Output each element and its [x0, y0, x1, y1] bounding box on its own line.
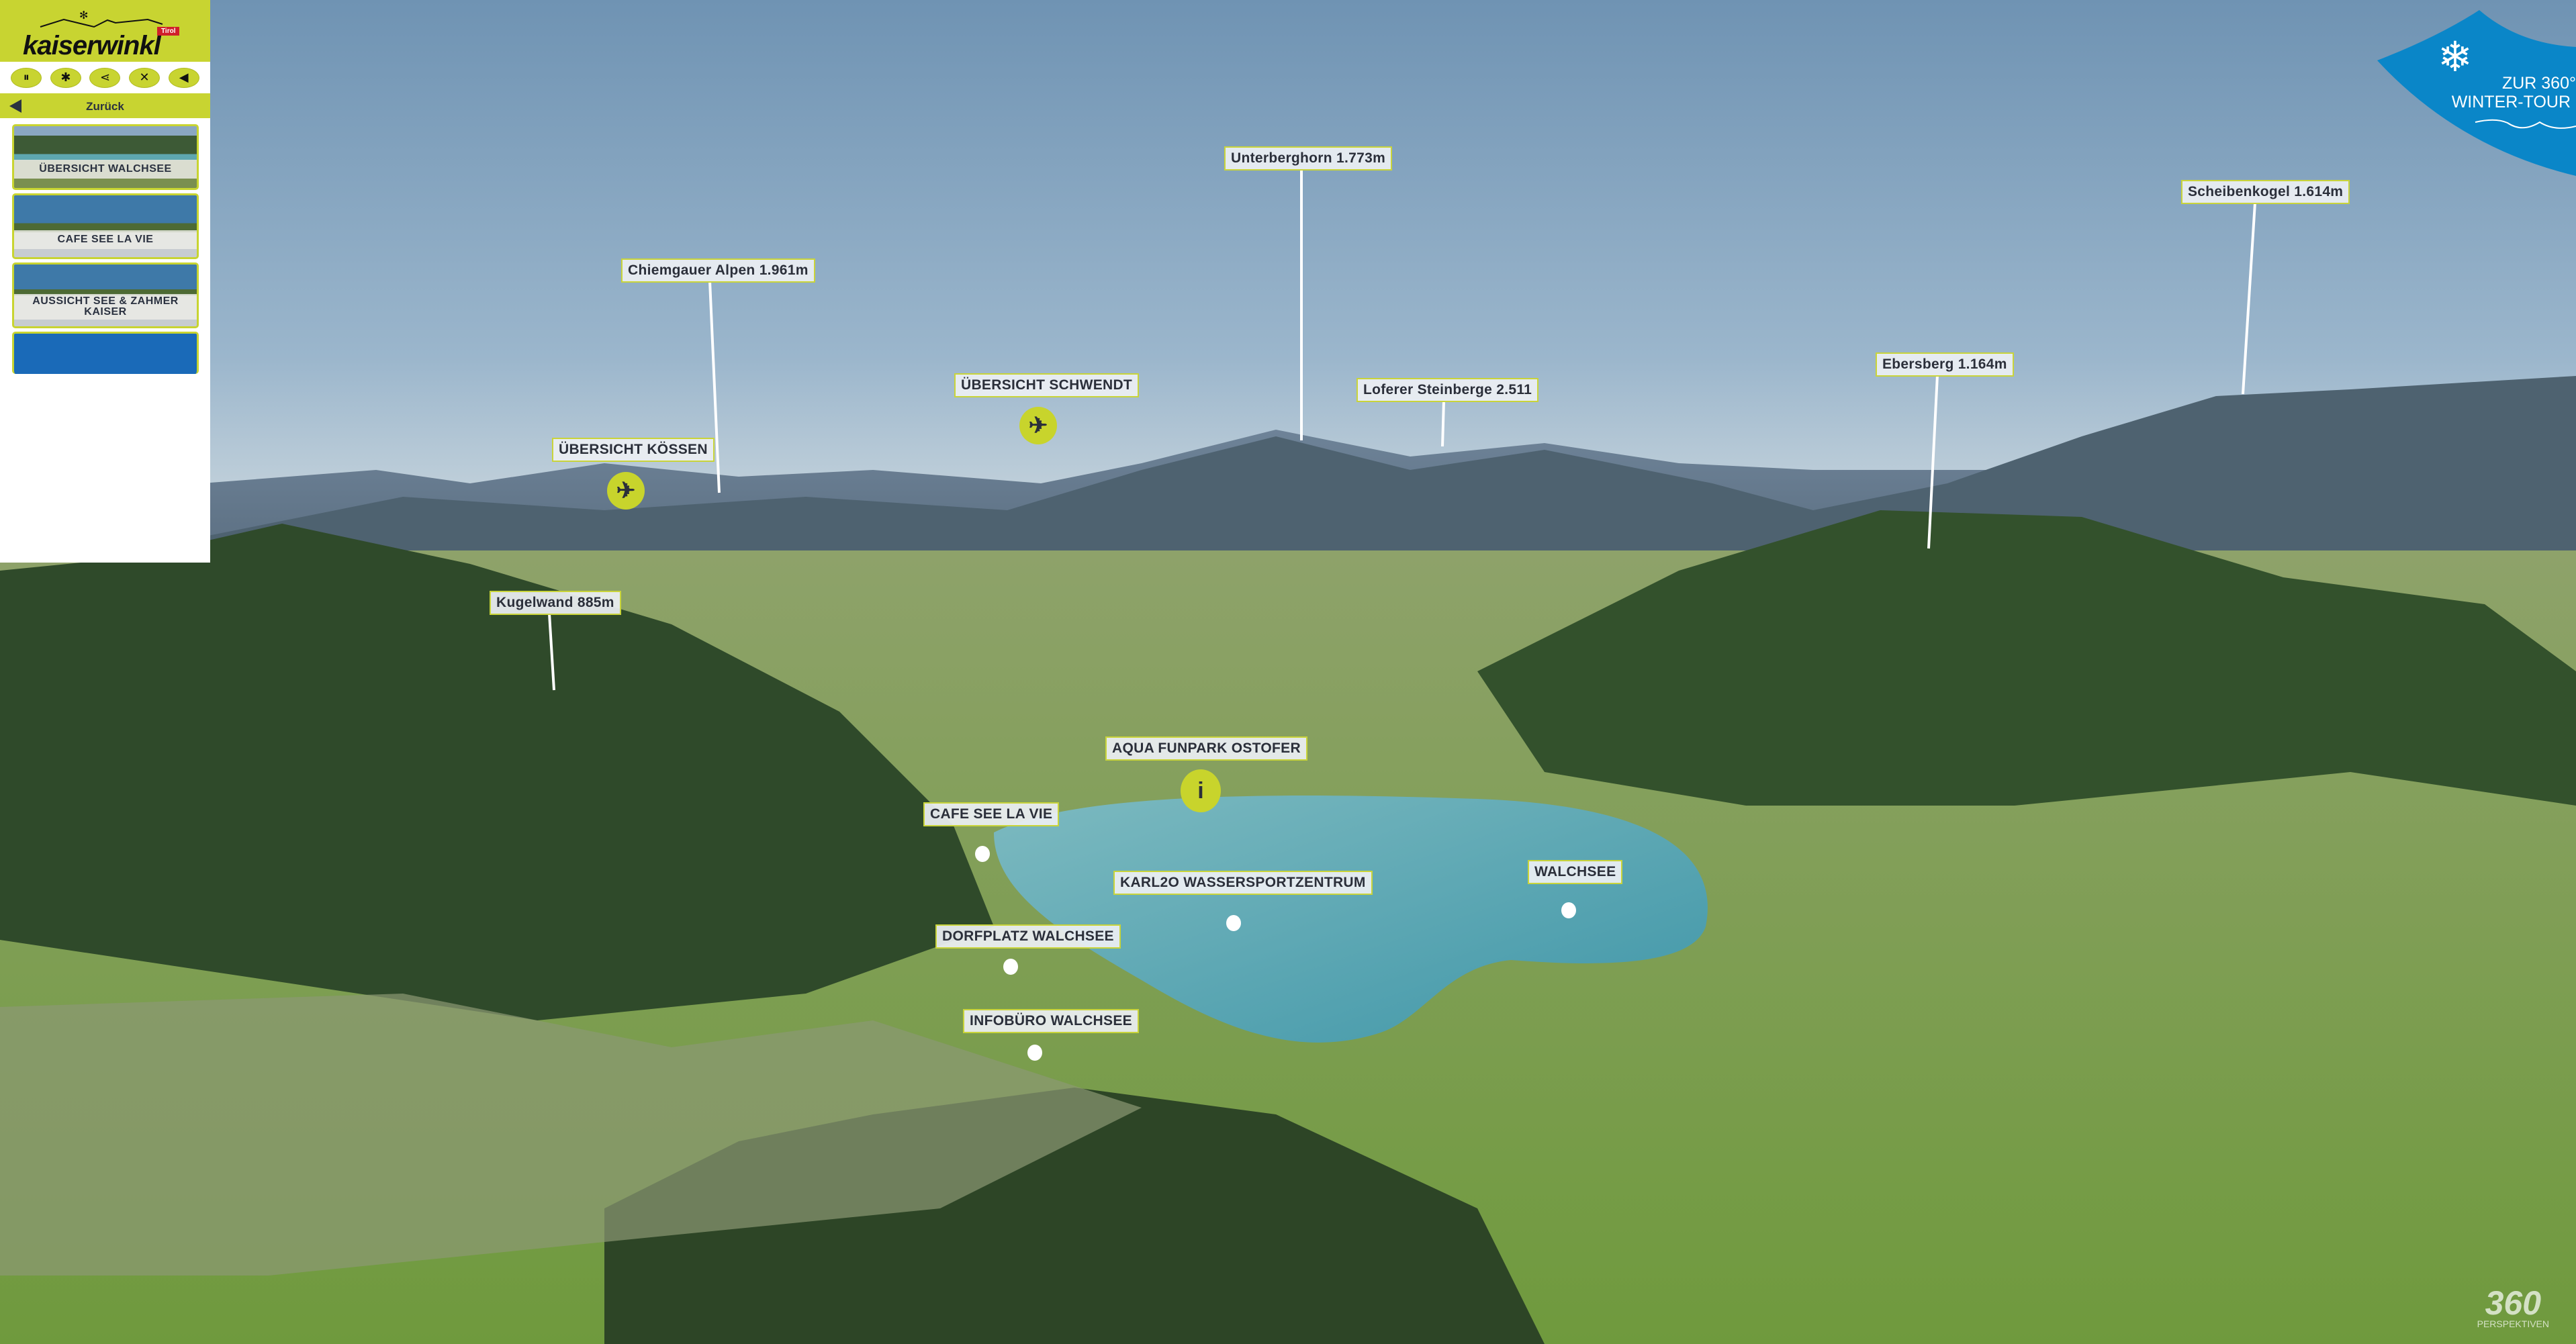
toolbar: ⏸ ✱ ⋖ ✕ ◀ — [0, 62, 210, 93]
sound-icon: ◀ — [179, 70, 189, 84]
hotspots-toggle-button[interactable]: ✱ — [50, 67, 81, 88]
back-arrow-icon — [9, 99, 21, 113]
peak-label-ebersberg: Ebersberg 1.164m — [1876, 352, 2014, 377]
hotspot-label-dorfplatz[interactable]: DORFPLATZ WALCHSEE — [935, 924, 1121, 949]
hotspot-label-karl2o[interactable]: KARL2O WASSERSPORTZENTRUM — [1113, 871, 1373, 895]
hotspot-label-schwendt[interactable]: ÜBERSICHT SCHWENDT — [954, 373, 1140, 397]
hotspot-dot[interactable] — [975, 846, 990, 862]
peak-label-kugelwand: Kugelwand 885m — [490, 591, 621, 615]
logo-text: kaiserwinkl — [23, 31, 161, 60]
sound-button[interactable]: ◀ — [168, 67, 199, 88]
peak-label-loferer-steinberge: Loferer Steinberge 2.511 — [1356, 378, 1539, 402]
pointer-kugelwand — [548, 613, 555, 691]
pointer-loferer-steinberge — [1441, 400, 1445, 447]
peak-label-chiemgauer-alpen: Chiemgauer Alpen 1.961m — [621, 258, 815, 283]
hotspot-label-cafe-see-la-vie[interactable]: CAFE SEE LA VIE — [923, 802, 1060, 826]
thumbnail-label: CAFE SEE LA VIE — [14, 230, 197, 249]
snowflake-icon: ❄ — [2438, 34, 2473, 81]
360-perspektiven-logo: 360 PERSPEKTIVEN — [2477, 1284, 2549, 1329]
thumbnail-label: AUSSICHT SEE & ZAHMER KAISER — [14, 294, 197, 320]
pointer-scheibenkogel — [2242, 202, 2256, 395]
mountain-logo-icon: ✻ — [40, 10, 163, 28]
fullscreen-button[interactable]: ✕ — [129, 67, 160, 88]
winter-tour-badge-shape — [2377, 10, 2576, 176]
helicopter-icon[interactable]: ✈ — [607, 472, 645, 510]
winter-tour-button[interactable]: ❄ ZUR 360° WINTER-TOUR — [2364, 0, 2576, 181]
pointer-chiemgauer-alpen — [708, 281, 721, 493]
hotspots-toggle-icon: ✱ — [60, 70, 71, 84]
share-icon: ⋖ — [99, 70, 111, 84]
credit-text: PERSPEKTIVEN — [2477, 1318, 2549, 1329]
back-button[interactable]: Zurück — [0, 93, 210, 118]
thumbnail-aussicht-see[interactable]: AUSSICHT SEE & ZAHMER KAISER — [12, 262, 199, 328]
hotspot-dot[interactable] — [1003, 959, 1018, 975]
thumbnail-cafe-see-la-vie[interactable]: CAFE SEE LA VIE — [12, 193, 199, 259]
kaiserwinkl-logo[interactable]: ✻ kaiserwinkl Tirol — [0, 0, 210, 62]
svg-text:✻: ✻ — [79, 10, 88, 21]
hotspot-label-infobuero[interactable]: INFOBÜRO WALCHSEE — [963, 1009, 1139, 1033]
thumbnail-uebersicht-walchsee[interactable]: ÜBERSICHT WALCHSEE — [12, 124, 199, 190]
winter-tour-line1: ZUR 360° — [2501, 74, 2576, 93]
back-label: Zurück — [86, 100, 124, 113]
winter-tour-line2: WINTER-TOUR — [2451, 93, 2571, 111]
pointer-ebersberg — [1927, 375, 1939, 549]
hotspot-dot[interactable] — [1027, 1045, 1042, 1061]
hotspot-dot[interactable] — [1561, 902, 1576, 918]
peak-label-scheibenkogel: Scheibenkogel 1.614m — [2181, 180, 2350, 204]
thumbnail-next[interactable] — [12, 332, 199, 374]
tirol-badge: Tirol — [157, 27, 180, 36]
hotspot-dot[interactable] — [1226, 915, 1241, 931]
share-button[interactable]: ⋖ — [89, 67, 121, 88]
autorotate-pause-icon: ⏸ — [23, 70, 30, 84]
peak-label-unterberghorn: Unterberghorn 1.773m — [1224, 146, 1393, 171]
info-icon[interactable]: i — [1181, 769, 1221, 812]
fullscreen-icon: ✕ — [139, 70, 150, 84]
helicopter-icon[interactable]: ✈ — [1019, 407, 1057, 444]
thumbnail-label: ÜBERSICHT WALCHSEE — [14, 160, 197, 179]
autorotate-pause-button[interactable]: ⏸ — [11, 67, 42, 88]
hotspot-label-koessen[interactable]: ÜBERSICHT KÖSSEN — [552, 438, 715, 462]
sidebar: ✻ kaiserwinkl Tirol ⏸ ✱ ⋖ ✕ ◀ Zurück ÜBE… — [0, 0, 210, 563]
hotspot-label-aqua-funpark[interactable]: AQUA FUNPARK OSTOFER — [1105, 736, 1307, 761]
hotspot-label-walchsee[interactable]: WALCHSEE — [1528, 860, 1623, 884]
credit-logo: 360 — [2485, 1284, 2542, 1322]
